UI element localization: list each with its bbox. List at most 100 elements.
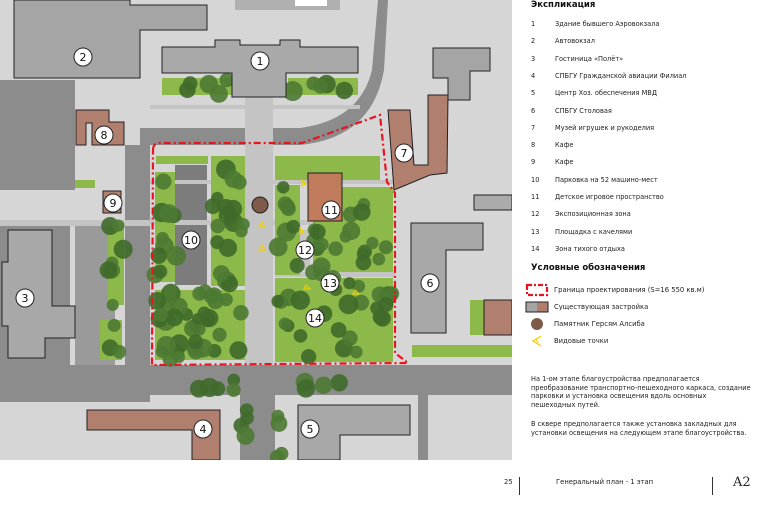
tree bbox=[219, 292, 233, 307]
tree bbox=[153, 307, 168, 322]
marker-circle bbox=[250, 51, 270, 71]
marker-label: 9 bbox=[110, 197, 117, 210]
map-marker-4: 4 bbox=[193, 419, 213, 439]
marker-label: 4 bbox=[200, 423, 207, 436]
marker-label: 8 bbox=[101, 129, 108, 142]
tree bbox=[296, 379, 316, 398]
explication-item-label: Парковка на 52 машино-мест bbox=[555, 175, 658, 184]
tree bbox=[330, 322, 347, 338]
tree bbox=[282, 81, 303, 101]
tree bbox=[281, 201, 296, 217]
tree bbox=[300, 349, 317, 365]
tree bbox=[278, 317, 292, 331]
tree bbox=[209, 84, 228, 103]
map-marker-6: 6 bbox=[420, 273, 440, 293]
tree bbox=[107, 318, 121, 332]
tree bbox=[338, 294, 359, 315]
explication-item-label: Кафе bbox=[555, 141, 574, 150]
boundary-dashed-icon bbox=[525, 283, 549, 297]
sheet-title: Генеральный план - 1 этап bbox=[556, 478, 654, 486]
tree bbox=[165, 308, 184, 327]
explication-item-number: 5 bbox=[531, 89, 536, 98]
map-marker-9: 9 bbox=[103, 193, 123, 213]
viewpoint-icon bbox=[299, 226, 306, 235]
tree bbox=[212, 265, 230, 282]
tree bbox=[163, 286, 177, 299]
map-marker-11: 11 bbox=[321, 200, 341, 220]
tree bbox=[172, 350, 186, 363]
tree bbox=[231, 174, 247, 190]
tree bbox=[349, 345, 363, 359]
tree bbox=[204, 198, 221, 214]
marker-circle bbox=[181, 230, 201, 250]
map-marker-7: 7 bbox=[394, 143, 414, 163]
tree bbox=[286, 219, 301, 234]
explication-item-number: 11 bbox=[531, 193, 540, 201]
marker-label: 5 bbox=[307, 423, 314, 436]
explication-item-number: 6 bbox=[531, 106, 536, 115]
explication-item-number: 2 bbox=[531, 37, 536, 46]
tree bbox=[191, 312, 205, 326]
marker-circle bbox=[420, 273, 440, 293]
tree bbox=[343, 277, 356, 290]
tree bbox=[330, 374, 348, 392]
footer-divider bbox=[712, 477, 713, 495]
tree bbox=[239, 403, 254, 417]
tree bbox=[210, 235, 225, 250]
tree bbox=[155, 345, 169, 359]
explication-item-number: 8 bbox=[531, 141, 536, 150]
marker-label: 10 bbox=[184, 234, 198, 247]
tree bbox=[314, 376, 333, 395]
marker-circle bbox=[103, 193, 123, 213]
marker-label: 12 bbox=[298, 244, 312, 257]
tree bbox=[99, 261, 118, 279]
explication-item-label: Гостиница «Полёт» bbox=[555, 54, 624, 63]
building-4 bbox=[86, 409, 221, 460]
tree bbox=[315, 238, 329, 251]
map-marker-12: 12 bbox=[295, 240, 315, 260]
tree bbox=[370, 301, 384, 316]
tree bbox=[166, 246, 186, 266]
tree bbox=[274, 446, 289, 460]
viewpoint-icon bbox=[531, 335, 542, 347]
tree bbox=[203, 288, 219, 304]
trees bbox=[99, 72, 400, 460]
tree bbox=[212, 327, 227, 342]
tree bbox=[328, 241, 343, 256]
explication-item-label: Здание бывшего Аэровокзала bbox=[555, 20, 660, 28]
tree bbox=[218, 205, 238, 226]
design-boundary bbox=[150, 113, 412, 367]
marker-label: 3 bbox=[22, 292, 29, 305]
marker-circle bbox=[320, 273, 340, 293]
marker-label: 11 bbox=[324, 204, 338, 217]
viewpoint-icon bbox=[257, 220, 267, 228]
tree bbox=[150, 247, 168, 264]
tree bbox=[312, 257, 331, 276]
tree bbox=[179, 81, 196, 99]
tree bbox=[342, 330, 358, 346]
tree bbox=[268, 237, 288, 257]
tree bbox=[153, 264, 168, 279]
tree bbox=[227, 373, 241, 387]
explication-item-number: 4 bbox=[531, 71, 536, 80]
sheet-code: A2 bbox=[733, 475, 751, 490]
tree bbox=[235, 224, 248, 238]
tree bbox=[270, 415, 288, 432]
map-marker-2: 2 bbox=[73, 47, 93, 67]
description-paragraph-1: На 1-ом этапе благоустройства предполага… bbox=[531, 375, 751, 409]
tree bbox=[277, 181, 290, 194]
tree bbox=[226, 382, 241, 397]
explication-item-number: 13 bbox=[531, 227, 540, 236]
marker-circle bbox=[305, 308, 325, 328]
explication-item-number: 12 bbox=[531, 210, 540, 219]
explication-item-number: 7 bbox=[531, 123, 536, 132]
explication-item-number: 3 bbox=[531, 54, 536, 63]
marker-circle bbox=[295, 240, 315, 260]
tree bbox=[188, 334, 203, 350]
marker-circle bbox=[321, 200, 341, 220]
viewpoint-icon bbox=[303, 283, 312, 290]
viewpoint-icon bbox=[352, 288, 361, 295]
map-marker-10: 10 bbox=[181, 230, 201, 250]
explication-item-label: Площадка с качелями bbox=[555, 227, 633, 236]
